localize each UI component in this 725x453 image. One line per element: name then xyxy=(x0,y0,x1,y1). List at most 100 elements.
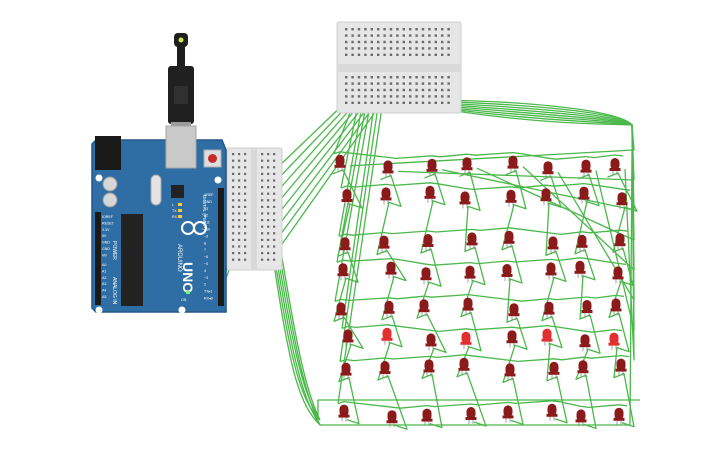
led[interactable] xyxy=(385,261,397,279)
led[interactable] xyxy=(338,404,350,422)
wire[interactable] xyxy=(338,227,629,237)
led[interactable] xyxy=(462,297,474,315)
led[interactable] xyxy=(581,300,593,317)
side-breadboard[interactable] xyxy=(226,147,283,271)
wire[interactable] xyxy=(271,239,321,421)
top-breadboard[interactable] xyxy=(336,21,462,114)
led[interactable] xyxy=(608,332,620,350)
led[interactable] xyxy=(542,161,554,179)
led[interactable] xyxy=(547,236,559,254)
led[interactable] xyxy=(507,155,519,173)
wire[interactable] xyxy=(336,257,627,266)
led[interactable] xyxy=(379,361,391,378)
led[interactable] xyxy=(508,303,520,321)
wire[interactable] xyxy=(337,99,384,404)
led[interactable] xyxy=(465,407,477,424)
led[interactable] xyxy=(614,233,626,251)
led[interactable] xyxy=(458,357,470,375)
usb-cable[interactable] xyxy=(168,33,194,132)
led[interactable] xyxy=(616,192,628,210)
wire[interactable] xyxy=(274,97,366,207)
wire[interactable] xyxy=(341,324,623,333)
wire[interactable] xyxy=(337,400,628,409)
led[interactable] xyxy=(341,189,353,206)
wire[interactable] xyxy=(274,97,361,195)
wire[interactable] xyxy=(338,99,364,237)
led[interactable] xyxy=(612,266,624,284)
led[interactable] xyxy=(464,265,476,283)
led[interactable] xyxy=(546,403,558,421)
led[interactable] xyxy=(577,360,589,378)
led[interactable] xyxy=(378,235,390,253)
led[interactable] xyxy=(575,409,587,427)
led[interactable] xyxy=(420,267,432,285)
led[interactable] xyxy=(386,410,398,428)
led[interactable] xyxy=(421,408,433,426)
led[interactable] xyxy=(459,191,471,209)
wire[interactable] xyxy=(340,182,631,191)
led[interactable] xyxy=(505,189,517,207)
wire[interactable] xyxy=(334,293,625,303)
led[interactable] xyxy=(460,331,472,349)
led[interactable] xyxy=(383,300,395,318)
led[interactable] xyxy=(339,237,351,255)
led[interactable] xyxy=(610,298,622,316)
led[interactable] xyxy=(506,330,518,348)
wire[interactable] xyxy=(392,99,635,361)
led[interactable] xyxy=(426,158,438,176)
led-matrix[interactable] xyxy=(334,154,628,428)
led[interactable] xyxy=(461,157,473,175)
wire[interactable] xyxy=(317,399,640,420)
wire[interactable] xyxy=(416,173,447,429)
wire[interactable] xyxy=(340,99,360,189)
led[interactable] xyxy=(545,262,557,280)
led[interactable] xyxy=(574,260,586,278)
wire[interactable] xyxy=(339,354,630,363)
wire[interactable] xyxy=(456,171,487,427)
wire[interactable] xyxy=(339,99,380,362)
led[interactable] xyxy=(340,362,352,380)
wire[interactable] xyxy=(574,173,601,430)
wire[interactable] xyxy=(274,97,371,219)
wire[interactable] xyxy=(332,169,364,425)
wire[interactable] xyxy=(540,175,568,424)
led[interactable] xyxy=(579,334,591,352)
led[interactable] xyxy=(504,363,516,381)
led[interactable] xyxy=(337,263,349,281)
led[interactable] xyxy=(609,158,621,175)
led[interactable] xyxy=(576,234,588,252)
led[interactable] xyxy=(418,299,430,317)
led[interactable] xyxy=(425,333,437,351)
led[interactable] xyxy=(501,264,513,281)
led[interactable] xyxy=(423,359,435,377)
wire[interactable] xyxy=(336,99,368,263)
led[interactable] xyxy=(382,160,394,178)
wire[interactable] xyxy=(271,249,321,426)
led[interactable] xyxy=(615,358,627,376)
led[interactable] xyxy=(502,405,514,423)
led[interactable] xyxy=(342,329,354,347)
led[interactable] xyxy=(580,159,592,177)
led[interactable] xyxy=(381,327,393,345)
led[interactable] xyxy=(543,301,555,319)
led[interactable] xyxy=(424,185,436,203)
led[interactable] xyxy=(578,186,590,204)
led[interactable] xyxy=(503,230,515,248)
wire[interactable] xyxy=(501,169,528,426)
wire[interactable] xyxy=(320,149,633,426)
wire[interactable] xyxy=(389,99,635,331)
wire[interactable] xyxy=(274,97,376,231)
arduino-board[interactable]: ARDUINO UNO DIGITAL (PWM~) POWER ANALOG … xyxy=(91,125,227,314)
wire[interactable] xyxy=(341,99,376,329)
led[interactable] xyxy=(334,154,346,172)
led[interactable] xyxy=(422,234,434,251)
led[interactable] xyxy=(548,361,560,379)
led[interactable] xyxy=(613,407,625,425)
wire[interactable] xyxy=(376,174,408,430)
led[interactable] xyxy=(335,302,347,320)
led[interactable] xyxy=(540,188,552,206)
wire[interactable] xyxy=(607,172,638,428)
reset-button-cap[interactable] xyxy=(208,154,217,163)
led[interactable] xyxy=(466,232,478,250)
